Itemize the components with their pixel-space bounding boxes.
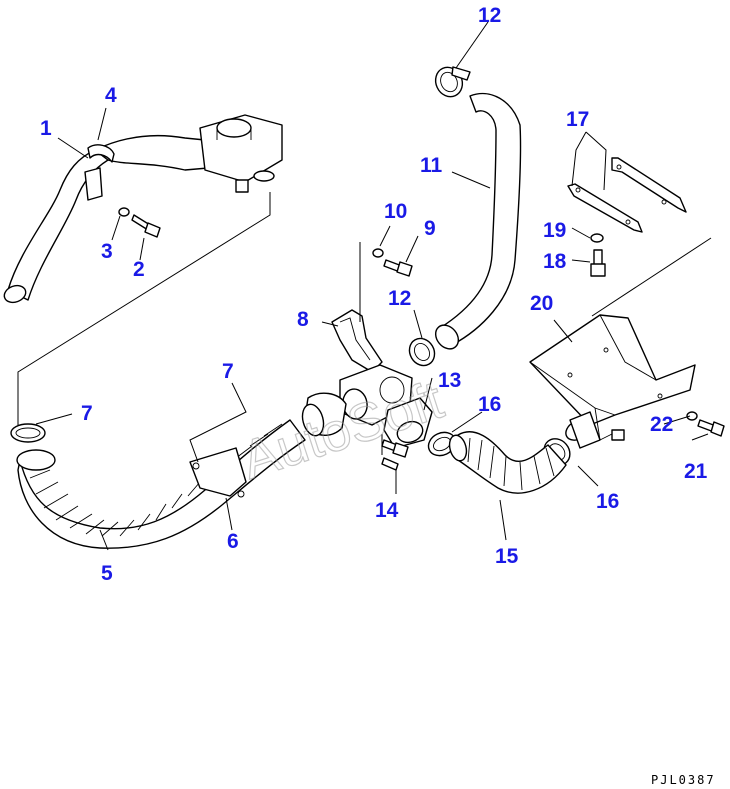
part-9-bolt (383, 259, 413, 277)
part-18-bolt (590, 249, 606, 277)
part-10-washer (372, 248, 384, 258)
leader-lines (17, 21, 712, 551)
callout-7-left: 7 (81, 402, 93, 425)
part-3-washer (118, 207, 130, 217)
part-6-flange-adapter (189, 447, 247, 498)
callout-18: 18 (543, 250, 567, 273)
part-15-elbow-hose (448, 431, 567, 494)
callout-8: 8 (297, 308, 309, 331)
callout-5: 5 (101, 562, 113, 585)
callout-6: 6 (227, 530, 239, 553)
drawing-code: PJL0387 (651, 773, 716, 787)
callout-labels: 1 4 3 2 12 11 17 10 9 19 18 12 20 8 7 13… (40, 4, 708, 585)
part-5-corrugated-hose (16, 419, 306, 549)
callout-16-right: 16 (596, 490, 619, 513)
part-21-bolt (697, 419, 725, 437)
callout-16-left: 16 (478, 393, 501, 416)
part-19-washer (590, 233, 604, 243)
callout-3: 3 (101, 240, 113, 263)
part-22-washer (686, 411, 698, 421)
callout-4: 4 (105, 84, 117, 107)
callout-22: 22 (650, 413, 673, 436)
part-7-clamp-left (10, 423, 46, 443)
callout-11: 11 (420, 154, 443, 177)
callout-9: 9 (424, 217, 436, 240)
callout-21: 21 (684, 460, 708, 483)
part-12-clamp-top (434, 66, 471, 98)
callout-17: 17 (566, 108, 589, 131)
callout-7-middle: 7 (222, 360, 234, 383)
callout-15: 15 (495, 545, 519, 568)
callout-12-top: 12 (478, 4, 501, 27)
callout-10: 10 (384, 200, 407, 223)
callout-19: 19 (543, 219, 566, 242)
callout-2: 2 (133, 258, 145, 281)
callout-14: 14 (375, 499, 399, 522)
callout-13: 13 (438, 369, 461, 392)
part-17-brackets (567, 157, 687, 233)
part-20-duct-box (529, 314, 696, 449)
part-7-clamp-middle (301, 403, 325, 437)
part-8-bracket (331, 309, 383, 373)
part-1-intake-hose (3, 114, 283, 304)
callout-1: 1 (40, 117, 52, 140)
part-11-long-hose (434, 92, 522, 350)
callout-20: 20 (530, 292, 553, 315)
part-4-hose-clamp (84, 144, 115, 201)
callout-12-middle: 12 (388, 287, 411, 310)
part-2-bolt (131, 214, 161, 238)
part-12-clamp-middle (408, 337, 436, 367)
